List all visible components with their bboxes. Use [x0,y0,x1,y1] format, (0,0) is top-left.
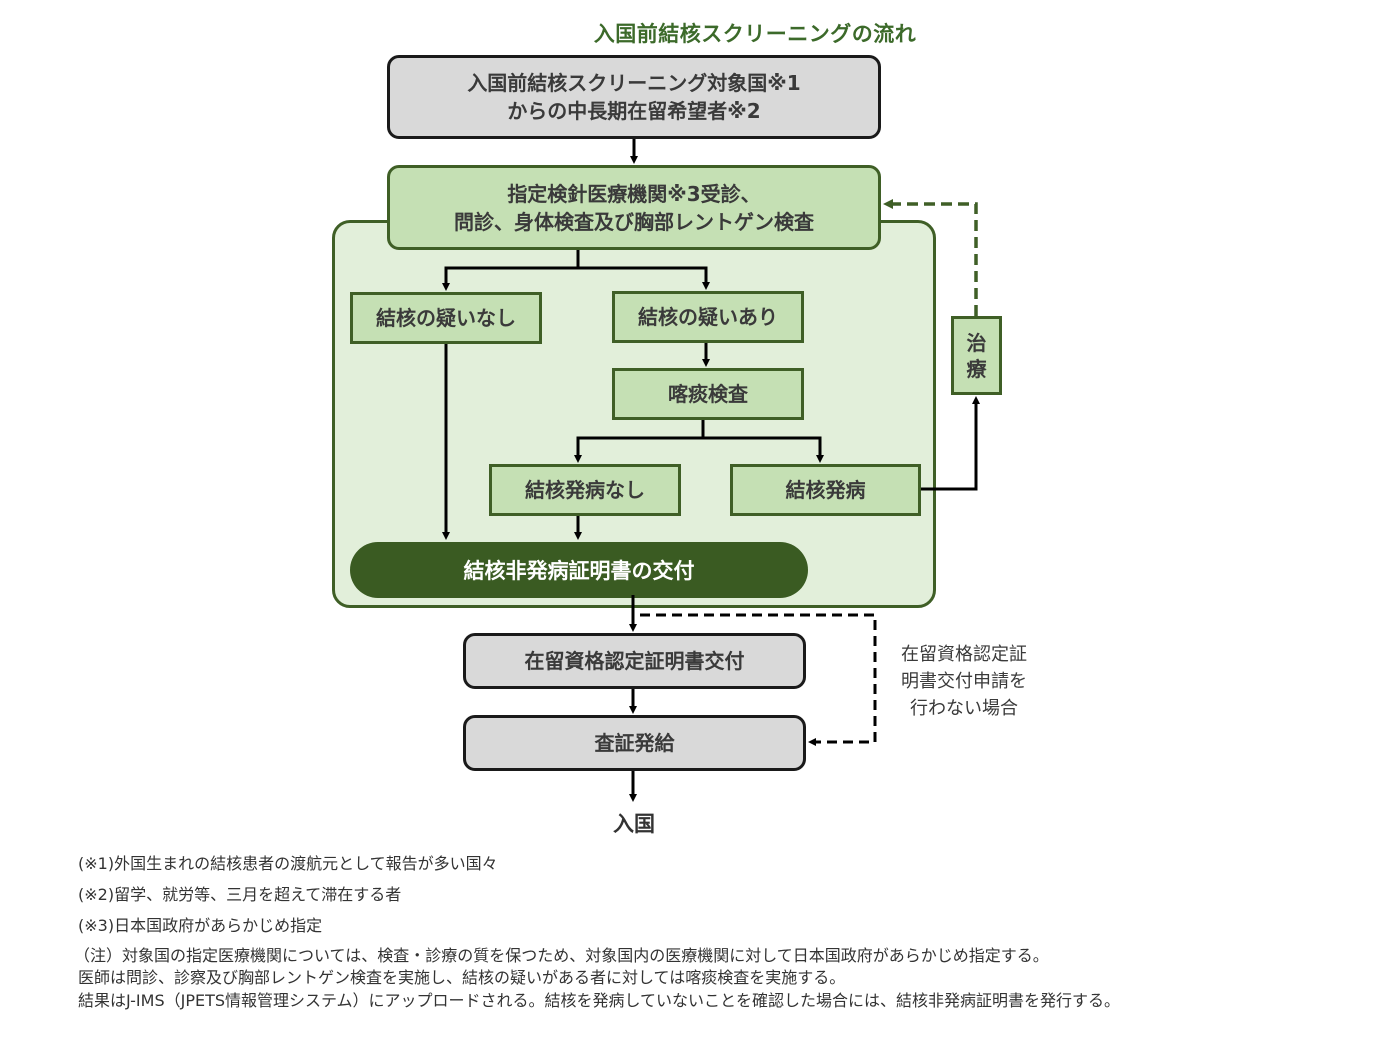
no-coe-note-line1: 在留資格認定証 [901,644,1027,665]
certificate-issue-pill: 結核非発病証明書の交付 [350,542,808,598]
footnote-2: (※2)留学、就労等、三月を超えて滞在する者 [78,885,402,904]
no-coe-note: 在留資格認定証 明書交付申請を 行わない場合 [884,641,1044,722]
no-coe-note-line2: 明書交付申請を [901,671,1027,692]
treatment-box: 治 療 [951,316,1002,395]
no-suspicion-box: 結核の疑いなし [350,292,542,344]
note-line-1: （注）対象国の指定医療機関については、検査・診療の質を保つため、対象国内の医療機… [74,946,1049,965]
clinic-line2: 問診、身体検査及び胸部レントゲン検査 [454,209,814,234]
note-line-3: 結果はJ-IMS（JPETS情報管理システム）にアップロードされる。結核を発病し… [78,991,1121,1010]
visa-issue-box: 査証発給 [463,715,806,771]
treatment-char2: 療 [966,356,987,381]
clinic-line1: 指定検針医療機関※3受診、 [507,181,761,206]
no-onset-box: 結核発病なし [489,464,681,516]
designated-clinic-box: 指定検針医療機関※3受診、 問診、身体検査及び胸部レントゲン検査 [387,165,881,250]
footnote-1: (※1)外国生まれの結核患者の渡航元として報告が多い国々 [78,854,498,873]
entry-label: 入国 [613,812,655,836]
target-line1: 入国前結核スクリーニング対象国※1 [467,71,801,95]
note-line-2: 医師は問診、診察及び胸部レントゲン検査を実施し、結核の疑いがある者に対しては喀痰… [78,968,846,987]
target-applicants-box: 入国前結核スクリーニング対象国※1 からの中長期在留希望者※2 [387,55,881,139]
no-coe-note-line3: 行わない場合 [910,698,1018,719]
onset-box: 結核発病 [730,464,921,516]
target-line2: からの中長期在留希望者※2 [507,99,761,123]
treatment-char1: 治 [966,330,987,355]
footnote-3: (※3)日本国政府があらかじめ指定 [78,916,323,935]
diagram-title: 入国前結核スクリーニングの流れ [593,22,917,46]
suspicion-box: 結核の疑いあり [612,291,804,343]
sputum-test-box: 喀痰検査 [612,368,804,420]
coe-issue-box: 在留資格認定証明書交付 [463,633,806,689]
